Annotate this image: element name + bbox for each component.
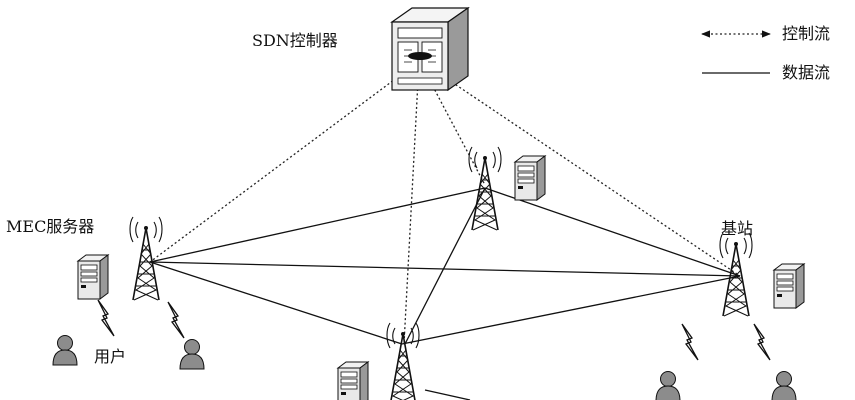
server-icon [337,361,369,400]
data-flow-links [149,187,741,400]
legend-control-label: 控制流 [782,24,830,43]
mec-server-label: MEC服务器 [6,217,94,236]
user-icon [771,371,797,400]
tower-icon [386,322,420,400]
lightning-icon [681,323,699,361]
sdn-controller-label: SDN控制器 [252,31,338,50]
server-icon [773,263,805,309]
user-icon [655,371,681,400]
sdn-controller-icon [390,6,470,92]
user-icon [179,339,205,370]
control-flow-links [149,61,741,345]
legend-data-label: 数据流 [782,63,830,82]
server-icon [77,254,109,300]
lightning-icon [753,323,771,361]
legend: 控制流 数据流 [701,24,830,82]
user-icon [52,335,78,366]
server-icon [514,155,546,201]
tower-icon [129,216,163,301]
base-station-label: 基站 [721,219,753,238]
lightning-icon [97,299,115,337]
user-label: 用户 [94,347,126,366]
lightning-icon [167,301,185,339]
